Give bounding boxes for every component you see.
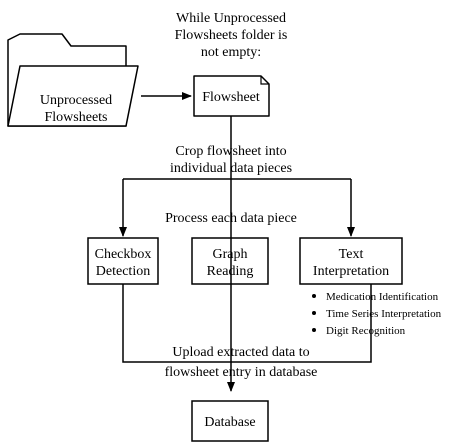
bullet-icon bbox=[312, 311, 316, 315]
text-interpretation-line-2: Interpretation bbox=[313, 264, 389, 279]
graph-reading-line-2: Reading bbox=[207, 264, 254, 279]
folder-label-line-2: Flowsheets bbox=[45, 110, 108, 125]
bullet-icon bbox=[312, 328, 316, 332]
folder-label-line-1: Unprocessed bbox=[40, 93, 112, 108]
database-label: Database bbox=[204, 415, 255, 430]
checkbox-detection-box bbox=[87, 237, 159, 285]
flowsheet-label: Flowsheet bbox=[202, 90, 260, 105]
document-icon bbox=[193, 75, 270, 117]
subtask-digit: Digit Recognition bbox=[326, 325, 406, 337]
loop-condition-line-1: While Unprocessed bbox=[176, 11, 286, 26]
upload-step-line-2: flowsheet entry in database bbox=[165, 365, 318, 380]
process-step-label: Process each data piece bbox=[165, 211, 297, 226]
checkbox-detection-line-2: Detection bbox=[96, 264, 150, 279]
crop-step-line-1: Crop flowsheet into bbox=[175, 144, 286, 159]
merge-line-text bbox=[231, 284, 372, 363]
folder-icon bbox=[7, 33, 139, 127]
subtask-medication: Medication Identification bbox=[326, 291, 439, 303]
text-interpretation-box bbox=[299, 237, 403, 285]
graph-reading-box bbox=[191, 237, 269, 285]
merge-line-checkbox bbox=[122, 284, 231, 363]
subtask-time-series: Time Series Interpretation bbox=[326, 308, 442, 320]
loop-condition-line-2: Flowsheets folder is bbox=[175, 28, 288, 43]
bullet-icon bbox=[312, 294, 316, 298]
database-box bbox=[191, 400, 269, 442]
text-interpretation-line-1: Text bbox=[339, 247, 364, 262]
loop-condition-line-3: not empty: bbox=[201, 45, 261, 60]
crop-step-line-2: individual data pieces bbox=[170, 161, 292, 176]
upload-step-line-1: Upload extracted data to bbox=[172, 345, 309, 360]
checkbox-detection-line-1: Checkbox bbox=[95, 247, 152, 262]
graph-reading-line-1: Graph bbox=[213, 247, 248, 262]
